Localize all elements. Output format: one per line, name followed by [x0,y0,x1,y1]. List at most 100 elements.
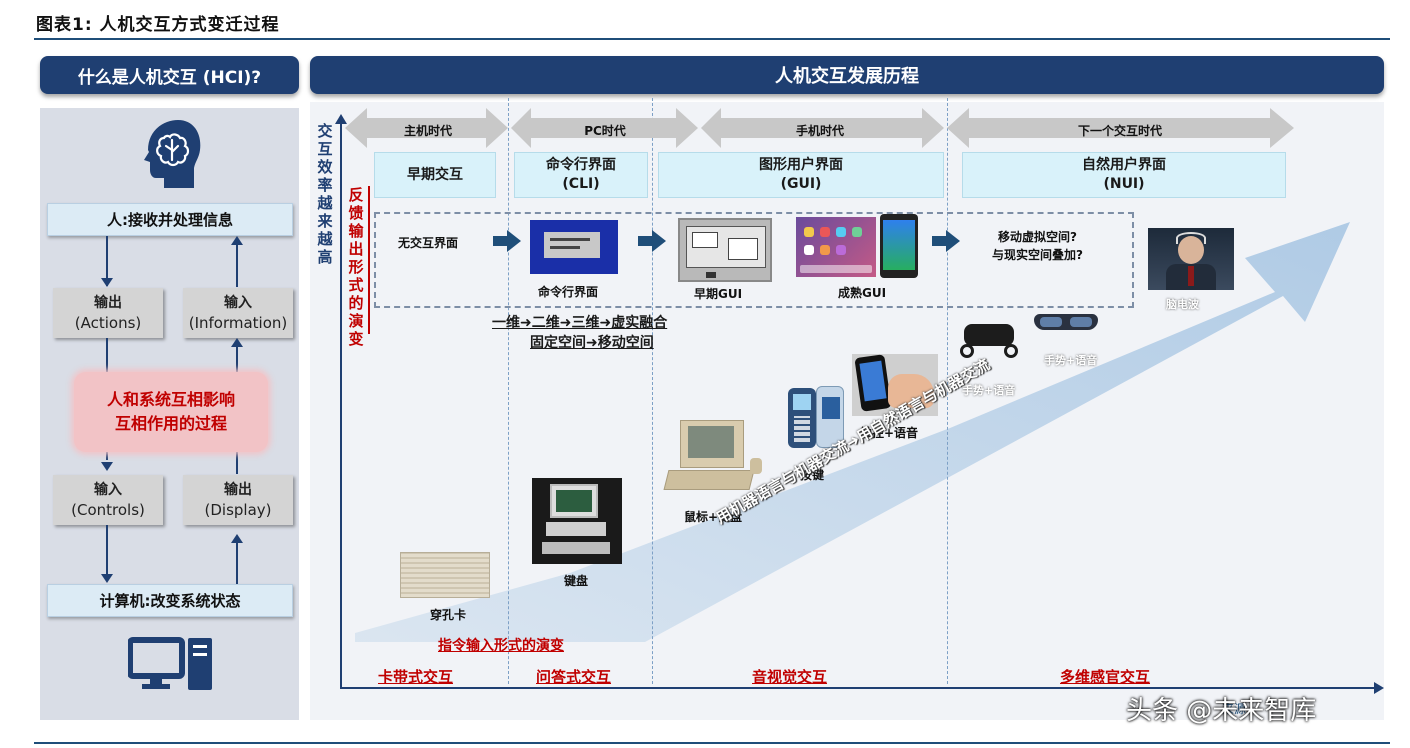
early-gui-label: 早期GUI [694,287,743,301]
era-next: 下一个交互时代 [1077,124,1162,138]
mature-gui-desktop-image [796,217,876,277]
arrow-down-1 [106,236,108,286]
input-information-title: 输入 [224,295,252,311]
output-actions-sub: (Actions) [74,314,142,332]
brainwave-label: 脑电波 [1166,298,1199,311]
vr-question-1: 移动虚拟空间? [998,230,1077,244]
output-display-title: 输出 [224,482,252,498]
arrow-head-down-1 [101,278,113,287]
paradigm-early-line1: 早期交互 [407,166,463,183]
dimension-line-2: 固定空间➜移动空间 [530,335,654,351]
interaction-line-2: 互相作用的过程 [114,414,227,433]
y-axis [340,122,342,688]
stage-qa: 问答式交互 [536,668,612,686]
stage-multisensory: 多维感官交互 [1060,668,1151,686]
bottom-rule [34,742,1390,744]
vr-question-2: 与现实空间叠加? [992,248,1083,262]
efficiency-background-arrow [355,222,1350,642]
brain-head-icon [138,116,204,192]
mature-gui-label: 成熟GUI [838,286,887,300]
computer-icon [127,636,214,692]
mature-gui-phone-image [880,214,918,278]
top-rule [34,38,1390,40]
computer-box: 计算机:改变系统状态 [47,584,293,617]
x-axis [340,687,1375,689]
cli-label: 命令行界面 [538,285,599,299]
era-mobile: 手机时代 [795,124,844,138]
arrow-up-1 [236,244,238,287]
output-actions-box: 输出 (Actions) [53,288,163,338]
y-axis-label: 交互效率越来越高 [317,122,333,266]
human-box: 人:接收并处理信息 [47,203,293,236]
paradigm-nui: 自然用户界面 (NUI) [962,152,1286,198]
right-arrow-icon [493,230,521,252]
paradigm-gui-line1: 图形用户界面 [759,157,843,173]
touch-phone-image [852,354,938,416]
mouse-keyboard-pc-image [663,418,766,494]
right-header: 人机交互发展历程 [310,56,1384,94]
touch-voice-label: 触控+语音 [860,426,919,440]
arrow-head-up-2 [231,338,243,347]
paradigm-cli: 命令行界面 (CLI) [514,152,648,198]
interaction-process-box: 人和系统互相影响 互相作用的过程 [74,372,268,452]
output-actions-title: 输出 [94,295,122,311]
paradigm-nui-line1: 自然用户界面 [1082,157,1166,173]
input-controls-title: 输入 [94,482,122,498]
input-information-box: 输入 (Information) [183,288,293,338]
output-display-sub: (Display) [204,501,272,519]
cli-screenshot-image [530,220,618,274]
output-display-box: 输出 (Display) [183,475,293,525]
input-controls-sub: (Controls) [71,501,145,519]
figure-title: 图表1: 人机交互方式变迁过程 [36,15,280,35]
paradigm-nui-line2: (NUI) [1103,176,1145,192]
input-controls-box: 输入 (Controls) [53,475,163,525]
paradigm-cli-line2: (CLI) [562,176,600,192]
early-gui-image [678,218,772,282]
arrow-head-down-3 [101,574,113,583]
keys-label: 按键 [800,468,825,482]
arrow-down-3 [106,525,108,575]
arrow-head-up-3 [231,534,243,543]
x-axis-arrow [1374,682,1384,694]
arrow-up-3 [236,542,238,584]
paradigm-gui-line2: (GUI) [780,176,822,192]
keypad-phone-image [788,388,816,448]
punch-card-image [400,552,490,598]
arrow-head-up-1 [231,236,243,245]
punch-card-label: 穿孔卡 [430,608,467,622]
brainwave-image [1148,228,1234,290]
divider-1 [508,98,509,684]
left-header: 什么是人机交互 (HCI)? [40,56,299,94]
interaction-line-1: 人和系统互相影响 [106,390,235,409]
feedback-evolution-label: 反馈输出形式的演变 [348,186,364,348]
gesture-voice-label-1: 手势+语音 [962,384,1016,397]
watermark: 头条 @未来智库 [1126,696,1317,726]
keypad-phone-image-2 [816,386,844,448]
source-text: 来源 [1222,702,1247,716]
feedback-underline [368,186,370,334]
no-ui-label: 无交互界面 [398,236,459,250]
divider-2 [652,98,653,684]
mouse-keyboard-label: 鼠标+键盘 [684,510,743,524]
divider-3 [947,98,948,684]
input-evolution-label: 指令输入形式的演变 [438,638,564,654]
stage-cassette: 卡带式交互 [378,668,454,686]
era-arrows [345,108,1294,148]
input-information-sub: (Information) [188,314,288,332]
arrow-head-down-2 [101,462,113,471]
feedback-output-region [374,212,1134,308]
vr-headset-image [960,318,1018,358]
ar-glasses-image [1034,310,1098,336]
keyboard-pc-image [532,478,622,564]
era-pc: PC时代 [584,124,626,138]
dimension-line-1: 一维➜二维➜三维➜虚实融合 [492,315,668,331]
y-axis-arrow [335,114,347,124]
paradigm-early: 早期交互 [374,152,496,198]
paradigm-cli-line1: 命令行界面 [546,157,616,173]
gesture-voice-label-2: 手势+语音 [1044,354,1098,367]
right-arrow-icon [932,230,960,252]
paradigm-gui: 图形用户界面 (GUI) [658,152,944,198]
keyboard-label: 键盘 [564,574,589,588]
era-mainframe: 主机时代 [403,124,452,138]
stage-audiovisual: 音视觉交互 [752,668,828,686]
